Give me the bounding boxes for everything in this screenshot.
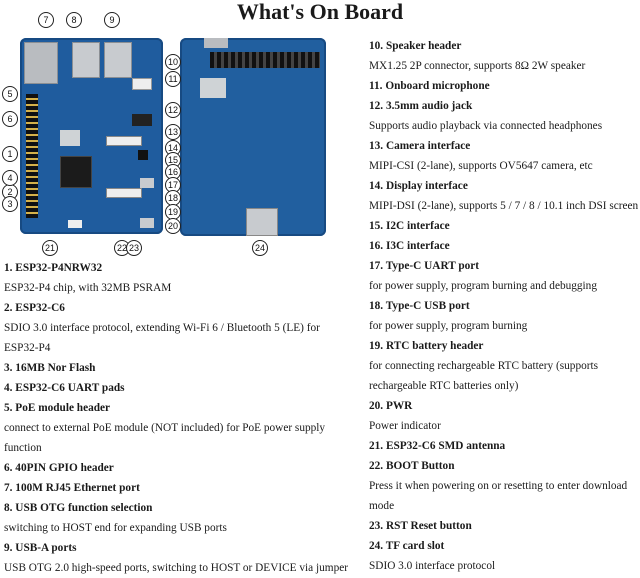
display-connector [106, 188, 142, 198]
item-heading: 3. 16MB Nor Flash [4, 362, 96, 374]
item-heading: 1. ESP32-P4NRW32 [4, 262, 103, 274]
item-description: connect to external PoE module (NOT incl… [4, 422, 326, 454]
item-heading: 10. Speaker header [369, 40, 462, 52]
item-heading: 11. Onboard microphone [369, 80, 490, 92]
callout-number: 21 [42, 240, 58, 256]
item-description: MIPI-CSI (2-lane), supports OV5647 camer… [369, 160, 593, 172]
item-heading: 20. PWR [369, 400, 413, 412]
gpio-header [26, 94, 38, 218]
item-description: switching to HOST end for expanding USB … [4, 522, 227, 534]
callout-number: 3 [2, 196, 18, 212]
callout-number: 9 [104, 12, 120, 28]
description-column-left: 1. ESP32-P4NRW32 ESP32-P4 chip, with 32M… [4, 258, 356, 578]
item-heading: 4. ESP32-C6 UART pads [4, 382, 125, 394]
callout-number: 12 [165, 102, 181, 118]
item-heading: 12. 3.5mm audio jack [369, 100, 473, 112]
callout-number: 24 [252, 240, 268, 256]
item-description: Press it when powering on or resetting t… [369, 480, 628, 512]
item-heading: 15. I2C interface [369, 220, 450, 232]
item-description: USB OTG 2.0 high-speed ports, switching … [4, 562, 349, 574]
item-description: for connecting rechargeable RTC battery … [369, 360, 599, 392]
callout-number: 5 [2, 86, 18, 102]
item-heading: 21. ESP32-C6 SMD antenna [369, 440, 506, 452]
callout-number: 23 [126, 240, 142, 256]
item-description: MX1.25 2P connector, supports 8Ω 2W spea… [369, 60, 586, 72]
callout-number: 20 [165, 218, 181, 234]
description-column-right: 10. Speaker header MX1.25 2P connector, … [369, 36, 639, 576]
item-heading: 2. ESP32-C6 [4, 302, 65, 314]
camera-connector [106, 136, 142, 146]
i2c-header [138, 150, 148, 160]
callout-number: 4 [2, 170, 18, 186]
item-description: Power indicator [369, 420, 441, 432]
chip [200, 78, 226, 98]
item-heading: 5. PoE module header [4, 402, 111, 414]
item-heading: 8. USB OTG function selection [4, 502, 153, 514]
callout-number: 13 [165, 124, 181, 140]
callout-number: 11 [165, 71, 181, 87]
type-c-port [140, 178, 154, 188]
item-heading: 18. Type-C USB port [369, 300, 470, 312]
item-heading: 17. Type-C UART port [369, 260, 480, 272]
board-front-image [20, 38, 163, 234]
item-description: for power supply, program burning and de… [369, 280, 597, 292]
tf-card-slot [246, 208, 278, 236]
item-heading: 6. 40PIN GPIO header [4, 462, 114, 474]
usb-a-port [104, 42, 132, 78]
item-heading: 7. 100M RJ45 Ethernet port [4, 482, 140, 494]
item-description: SDIO 3.0 interface protocol [369, 560, 496, 572]
pin-header [210, 52, 320, 68]
board-illustration: 7 8 9 10 11 12 13 14 15 16 17 18 19 20 2… [0, 12, 360, 256]
board-back-image [180, 38, 326, 236]
rj45-port [24, 42, 58, 84]
callout-number: 6 [2, 111, 18, 127]
item-description: for power supply, program burning [369, 320, 528, 332]
item-heading: 9. USB-A ports [4, 542, 77, 554]
callout-number: 10 [165, 54, 181, 70]
callout-number: 8 [66, 12, 82, 28]
item-description: SDIO 3.0 interface protocol, extending W… [4, 322, 320, 354]
button [68, 220, 82, 228]
item-heading: 23. RST Reset button [369, 520, 472, 532]
usb-a-port [72, 42, 100, 78]
item-heading: 13. Camera interface [369, 140, 471, 152]
page-title: What's On Board [236, 0, 404, 24]
item-heading: 22. BOOT Button [369, 460, 455, 472]
item-heading: 14. Display interface [369, 180, 468, 192]
item-description: ESP32-P4 chip, with 32MB PSRAM [4, 282, 172, 294]
callout-number: 1 [2, 146, 18, 162]
item-description: Supports audio playback via connected he… [369, 120, 603, 132]
esp32-c6-module [60, 130, 80, 146]
item-heading: 19. RTC battery header [369, 340, 484, 352]
audio-jack [132, 114, 152, 126]
port [204, 38, 228, 48]
type-c-port [140, 218, 154, 228]
item-description: MIPI-DSI (2-lane), supports 5 / 7 / 8 / … [369, 200, 639, 212]
speaker-header [132, 78, 152, 90]
item-heading: 24. TF card slot [369, 540, 445, 552]
item-heading: 16. I3C interface [369, 240, 450, 252]
callout-number: 7 [38, 12, 54, 28]
esp32-p4-chip [60, 156, 92, 188]
